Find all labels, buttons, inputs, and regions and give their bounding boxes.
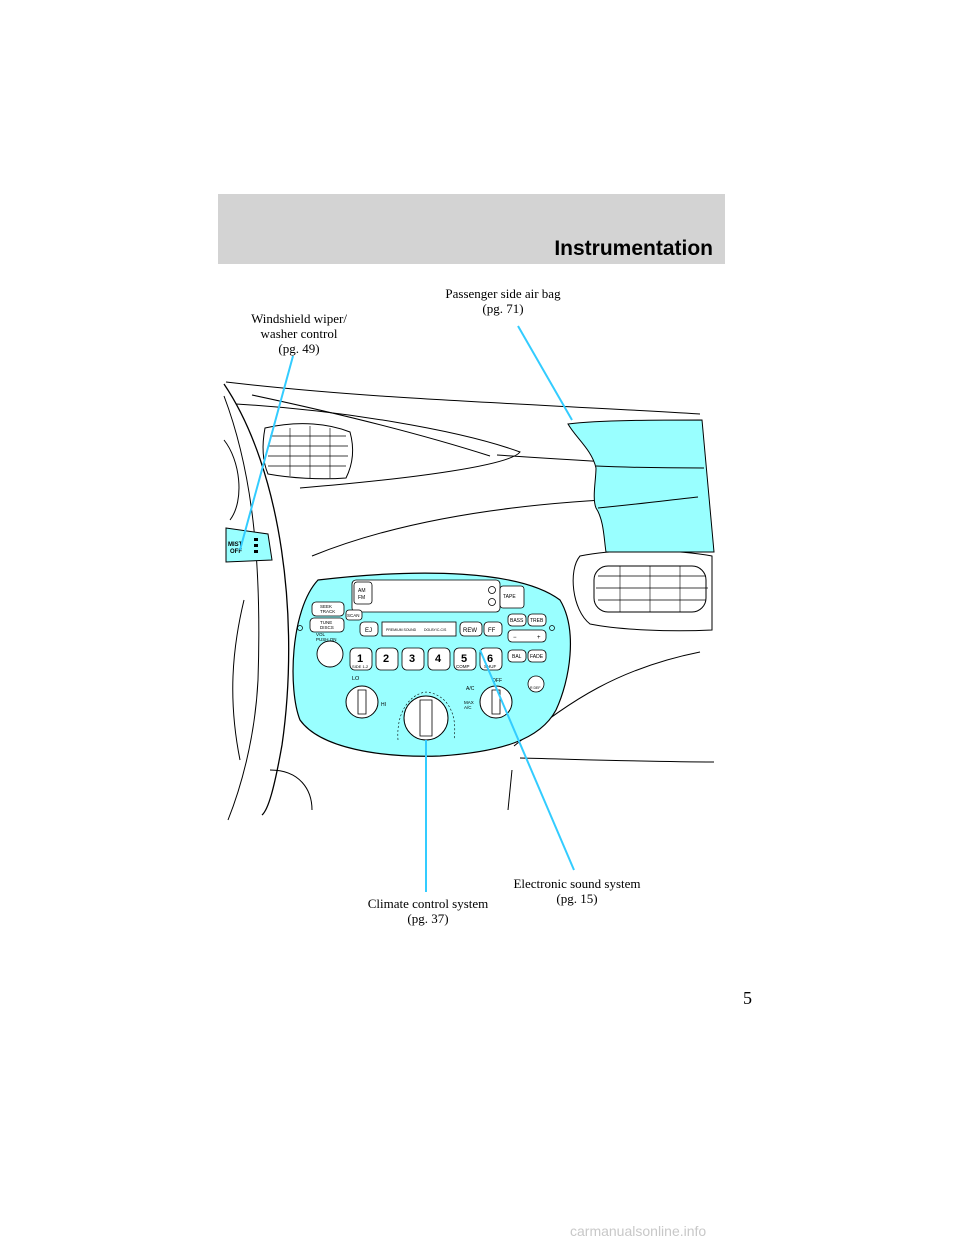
stalk-off-label: OFF	[230, 549, 242, 555]
svg-text:PUSH ON: PUSH ON	[316, 637, 337, 642]
preset-4-button[interactable]	[427, 647, 451, 671]
bass-button[interactable]	[507, 613, 527, 627]
console-right-leg	[507, 769, 513, 811]
svg-text:4: 4	[435, 653, 442, 665]
svg-text:TAPE: TAPE	[503, 594, 516, 600]
section-title: Instrumentation	[554, 237, 713, 260]
console-left-leg	[269, 769, 313, 811]
volume-knob[interactable]	[316, 640, 344, 668]
svg-text:SHUF: SHUF	[484, 664, 497, 669]
leader-wiper	[239, 355, 294, 551]
callout-climate: Climate control system (pg. 37)	[367, 896, 489, 926]
svg-text:FADE: FADE	[530, 654, 544, 660]
svg-text:A/C: A/C	[464, 705, 472, 710]
svg-text:EJ: EJ	[365, 628, 372, 634]
svg-text:HI: HI	[381, 702, 386, 708]
svg-text:PREMIUM SOUND: PREMIUM SOUND	[386, 628, 417, 632]
footer-watermark: carmanualsonline.info	[570, 1223, 707, 1239]
left-air-vent	[262, 423, 354, 480]
page-number: 5	[743, 988, 752, 1008]
svg-text:1: 1	[357, 653, 363, 665]
seek-button[interactable]	[311, 601, 345, 617]
svg-text:SEEK: SEEK	[320, 604, 332, 609]
preset-2-button[interactable]	[375, 647, 399, 671]
svg-text:5: 5	[461, 653, 467, 665]
svg-text:BAL: BAL	[512, 654, 522, 660]
scan-button[interactable]	[345, 609, 363, 621]
svg-text:FF: FF	[488, 628, 496, 634]
svg-text:2: 2	[383, 653, 389, 665]
rew-button[interactable]	[459, 621, 483, 637]
svg-text:TRACK: TRACK	[320, 609, 335, 614]
dash-bottom	[519, 757, 715, 763]
am-fm-button[interactable]	[353, 581, 373, 605]
svg-text:VOL: VOL	[316, 632, 326, 637]
svg-text:REW: REW	[463, 628, 477, 634]
svg-text:OFF: OFF	[492, 678, 502, 684]
svg-text:LO: LO	[352, 676, 360, 682]
svg-text:COMP: COMP	[456, 664, 470, 669]
cassette-slot	[381, 621, 457, 637]
preset-1-button[interactable]	[349, 647, 373, 671]
leader-sound	[479, 649, 575, 871]
tune-button[interactable]	[309, 617, 345, 633]
svg-text:−: −	[513, 635, 517, 641]
svg-text:3: 3	[409, 653, 415, 665]
svg-text:R DEF: R DEF	[530, 686, 541, 690]
svg-text:+: +	[537, 635, 541, 641]
svg-text:DISCS: DISCS	[320, 625, 334, 630]
svg-text:AM: AM	[358, 588, 366, 594]
steering-wheel-inner	[223, 395, 260, 821]
treb-button[interactable]	[527, 613, 547, 627]
rear-defrost-button[interactable]	[527, 675, 545, 693]
callout-sound: Electronic sound system (pg. 15)	[513, 876, 641, 906]
steering-wheel-outer	[223, 383, 290, 816]
tape-button[interactable]	[499, 585, 525, 609]
callout-wiper: Windshield wiper/ washer control (pg. 49…	[251, 311, 347, 356]
dash-left-upper	[251, 394, 491, 457]
dash-top-line	[225, 381, 701, 415]
section-header-band: Instrumentation	[218, 194, 725, 264]
wheel-lower-arc	[232, 599, 245, 761]
svg-text:BASS: BASS	[510, 618, 524, 624]
wheel-hub-arc	[223, 439, 240, 521]
bal-button[interactable]	[507, 649, 527, 663]
preset-5-button[interactable]	[453, 647, 477, 671]
ff-button[interactable]	[483, 621, 503, 637]
fade-button[interactable]	[527, 649, 547, 663]
climate-controls: LO HI OFF A/C MAX A/C R DEF	[345, 675, 545, 741]
svg-text:FM: FM	[358, 595, 365, 601]
leader-airbag	[517, 325, 573, 421]
svg-text:SIDE 1-2: SIDE 1-2	[352, 664, 369, 669]
callout-airbag: Passenger side air bag (pg. 71)	[445, 286, 561, 316]
svg-text:A/C: A/C	[466, 686, 475, 692]
stalk-mist-label: MIST	[228, 542, 243, 548]
right-air-vent	[572, 550, 713, 632]
svg-text:SCAN: SCAN	[347, 613, 360, 618]
svg-text:6: 6	[487, 653, 493, 665]
svg-text:TUNE: TUNE	[320, 620, 332, 625]
tone-adjust-button[interactable]	[507, 629, 547, 643]
wiper-stalk[interactable]: MIST OFF	[225, 527, 273, 563]
preset-3-button[interactable]	[401, 647, 425, 671]
svg-text:DOLBY/C-C/S: DOLBY/C-C/S	[424, 628, 447, 632]
svg-text:TREB: TREB	[530, 618, 544, 624]
eject-button[interactable]	[359, 621, 379, 637]
svg-text:MAX: MAX	[464, 700, 474, 705]
airbag-door	[567, 419, 715, 553]
